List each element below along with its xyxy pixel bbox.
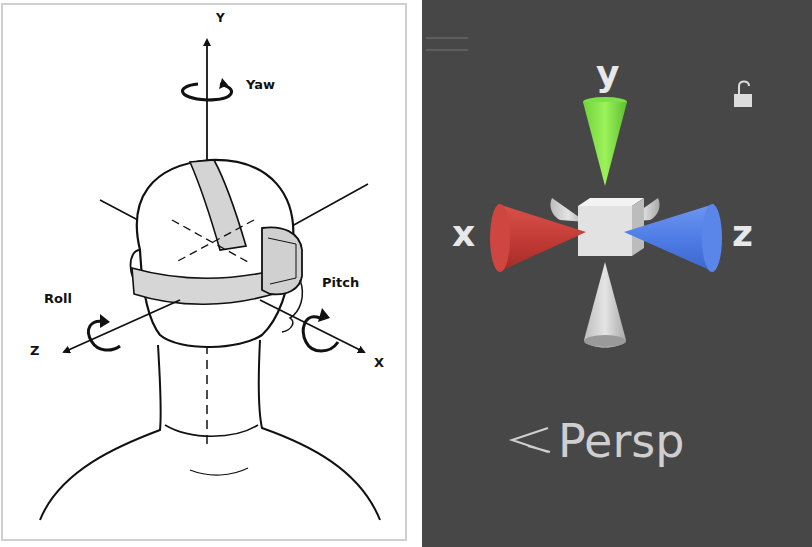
rotation-label: Yaw: [246, 78, 275, 91]
gizmo-axis-label: y: [596, 56, 619, 92]
rotation-label: Pitch: [322, 276, 359, 289]
axis-label: X: [374, 356, 384, 369]
gizmo-axis-label: x: [452, 216, 475, 252]
axis-label: Z: [30, 344, 39, 357]
rotation-label: Roll: [44, 292, 72, 305]
gizmo-axis-label: z: [732, 216, 753, 252]
projection-label: Persp: [558, 418, 684, 464]
axis-label: Y: [216, 12, 225, 24]
